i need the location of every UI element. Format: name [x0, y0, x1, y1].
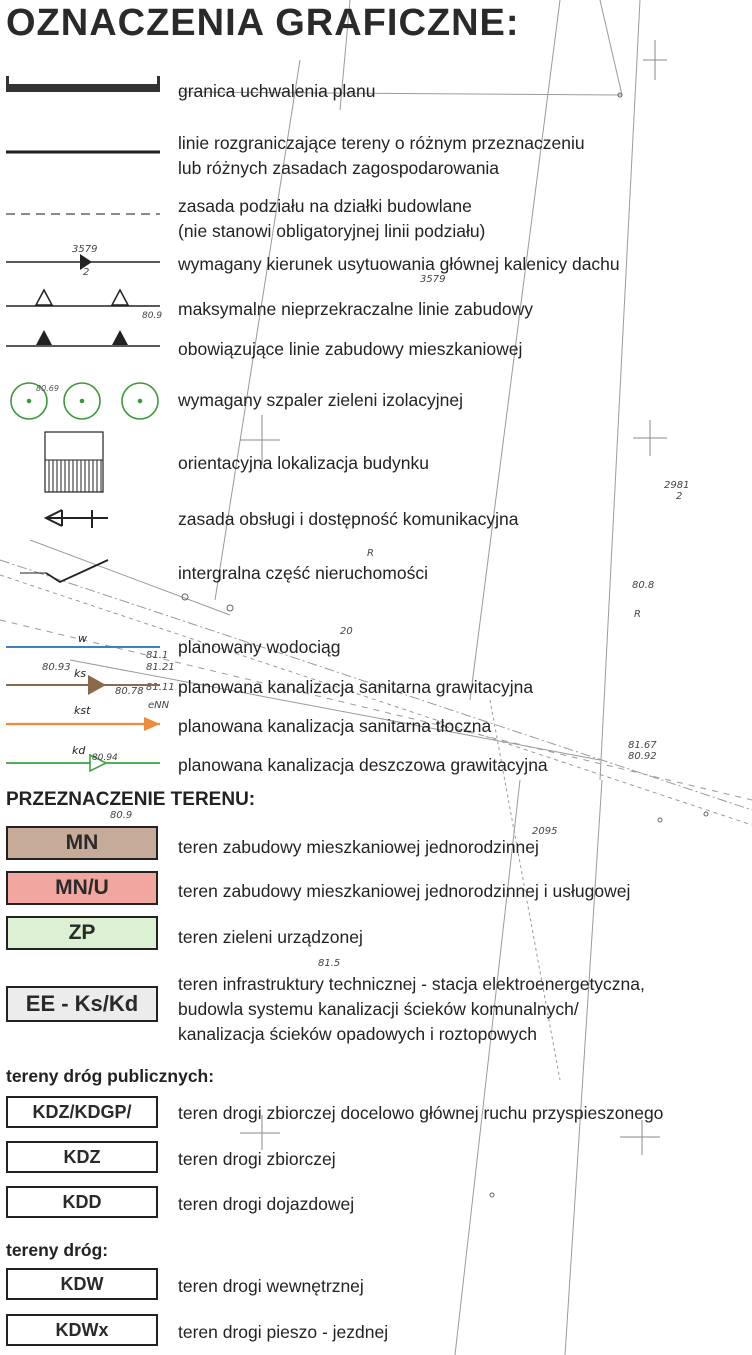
access-arrow-icon: [43, 509, 108, 528]
plan-boundary-icon: [6, 76, 160, 92]
svg-text:kst: kst: [74, 704, 91, 717]
map-annotation: 80.8: [632, 580, 654, 591]
sewer-pressure-line-icon: kst: [6, 704, 160, 731]
legend-label-storm-drain: planowana kanalizacja deszczowa grawitac…: [178, 755, 548, 775]
building-hatch-icon: [44, 431, 104, 493]
land-use-box-mn: MN: [6, 826, 158, 860]
map-annotation: 81.67: [628, 740, 657, 751]
legend-title: OZNACZENIA GRAFICZNE:: [6, 2, 520, 44]
legend-label-access: zasada obsługi i dostępność komunikacyjn…: [178, 509, 519, 529]
land-use-heading: PRZEZNACZENIE TERENU:: [6, 789, 256, 810]
legend-symbols: 3579 2 80.9 80.69: [6, 76, 162, 773]
road-label-kdd: teren drogi dojazdowej: [178, 1194, 355, 1214]
svg-text:80.69: 80.69: [36, 384, 59, 393]
road-label-kdwx: teren drogi pieszo - jezdnej: [178, 1322, 389, 1342]
map-annotation: R: [367, 548, 374, 559]
map-annotation: R: [634, 609, 641, 620]
water-line-icon: w: [6, 632, 160, 648]
road-label-kdz-kdgp: teren drogi zbiorczej docelowo głównej r…: [178, 1103, 664, 1123]
road-box-kdz: KDZ: [6, 1141, 158, 1173]
road-box-kdd: KDD: [6, 1186, 158, 1218]
map-annotation: 2981: [664, 480, 689, 491]
map-annotation: 80.92: [628, 751, 657, 762]
legend-label-sewer-gravity: planowana kanalizacja sanitarna grawitac…: [178, 677, 534, 697]
open-triangle-line-icon: 80.9: [6, 288, 162, 321]
land-use-label-zp: teren zieleni urządzonej: [178, 927, 363, 947]
land-use-box-zp: ZP: [6, 916, 158, 950]
legend-label-mandatory-building-line: obowiązujące linie zabudowy mieszkaniowe…: [178, 339, 523, 359]
svg-text:kd: kd: [72, 744, 86, 757]
land-use-label-mn: teren zabudowy mieszkaniowej jednorodzin…: [178, 837, 539, 857]
map-annotation: 80.93: [42, 662, 71, 673]
legend-label-integral-part: intergralna część nieruchomości: [178, 563, 428, 583]
public-roads-heading: tereny dróg publicznych:: [6, 1066, 215, 1086]
land-use-box-mnu: MN/U: [6, 871, 158, 905]
map-annotation: 81.21: [146, 662, 175, 673]
road-box-kdz-kdgp: KDZ/KDGP/: [6, 1096, 158, 1128]
legend-label-water: planowany wodociąg: [178, 637, 341, 657]
green-circles-icon: 80.69: [10, 382, 159, 420]
svg-text:80.94: 80.94: [92, 753, 118, 763]
road-box-kdw: KDW: [6, 1268, 158, 1300]
map-annotation: 2: [676, 491, 682, 502]
legend-label-dividing-line: linie rozgraniczające tereny o różnym pr…: [178, 133, 585, 178]
map-annotation: 80.78: [115, 686, 144, 697]
legend-label-max-building-line: maksymalne nieprzekraczalne linie zabudo…: [178, 299, 534, 319]
map-annotation: 3579: [420, 274, 445, 285]
land-use-label-mnu: teren zabudowy mieszkaniowej jednorodzin…: [178, 881, 631, 901]
svg-text:w: w: [78, 632, 87, 645]
roads-heading: tereny dróg:: [6, 1240, 109, 1260]
road-box-kdwx: KDWx: [6, 1314, 158, 1346]
map-annotation: 81.5: [318, 958, 340, 969]
map-annotation: 81.11: [146, 682, 175, 693]
legend-label-plot-division: zasada podziału na działki budowlane (ni…: [178, 196, 486, 241]
legend-label-green-belt: wymagany szpaler zieleni izolacyjnej: [178, 390, 463, 410]
land-use-label-ee: teren infrastruktury technicznej - stacj…: [178, 974, 645, 1044]
legend-label-sewer-pressure: planowana kanalizacja sanitarna tłoczna: [178, 716, 492, 736]
map-annotation: 20: [340, 626, 353, 637]
svg-text:ks: ks: [74, 667, 86, 680]
map-annotation: eNN: [148, 700, 170, 711]
map-annotation: 81.1: [146, 650, 168, 661]
legend-label-roof-ridge: wymagany kierunek usytuowania głównej ka…: [178, 254, 620, 274]
svg-text:80.9: 80.9: [142, 311, 162, 321]
sewer-gravity-line-icon: ks: [6, 667, 160, 695]
storm-drain-line-icon: kd 80.94: [6, 744, 160, 773]
map-annotation: 2095: [532, 826, 557, 837]
map-annotation: 80.9: [110, 810, 132, 821]
legend-label-plan-boundary: granica uchwalenia planu: [178, 81, 376, 101]
roof-ridge-arrow-icon: 3579 2: [6, 244, 160, 278]
filled-triangle-line-icon: [6, 330, 160, 347]
road-label-kdw: teren drogi wewnętrznej: [178, 1276, 364, 1296]
land-use-box-ee: EE - Ks/Kd: [6, 986, 158, 1022]
svg-text:2: 2: [83, 267, 89, 278]
svg-text:3579: 3579: [72, 244, 97, 255]
integral-part-hook-icon: [20, 559, 109, 584]
road-label-kdz: teren drogi zbiorczej: [178, 1149, 336, 1169]
legend-label-building-location: orientacyjna lokalizacja budynku: [178, 453, 429, 473]
